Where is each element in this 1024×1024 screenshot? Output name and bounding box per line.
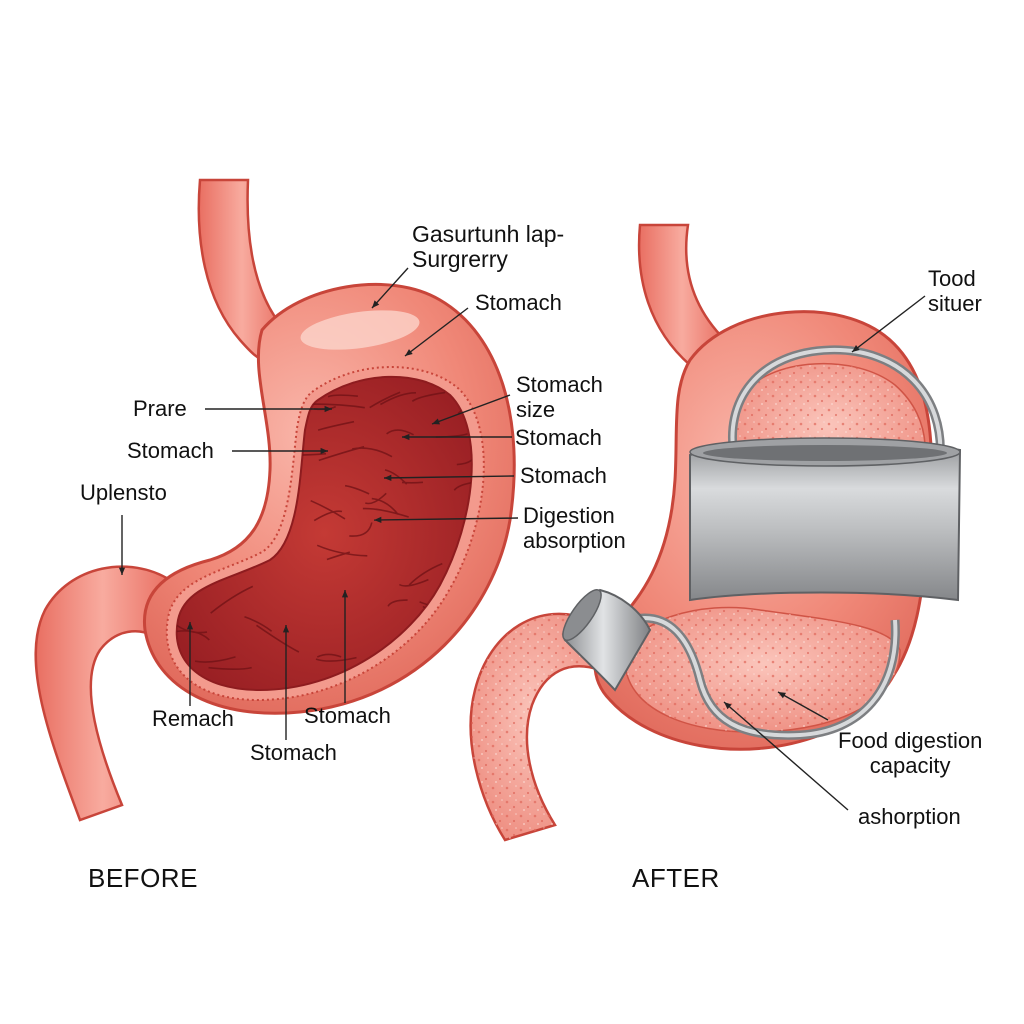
rugae-fold — [365, 492, 387, 505]
tood-line-1: Tood — [928, 266, 976, 291]
rugae-fold — [313, 510, 343, 522]
arrowhead — [282, 625, 290, 633]
arrowhead — [374, 516, 382, 523]
rugae-fold — [205, 481, 230, 488]
rugae-fold — [176, 514, 201, 537]
label-ashorption: ashorption — [858, 804, 961, 829]
tood-line-2: situer — [928, 291, 982, 316]
label-stomach-r1: Stomach — [515, 425, 602, 450]
label-remach: Remach — [152, 706, 234, 731]
rugae-fold — [316, 544, 368, 557]
rugae-fold — [398, 578, 429, 587]
title-label: Gasurtunh lap- Surgrerry — [412, 222, 564, 272]
leader-lines — [121, 267, 926, 811]
rugae-fold — [197, 482, 220, 494]
rugae-fold — [327, 394, 358, 398]
rugae-fold — [456, 455, 472, 466]
rugae-fold — [194, 656, 236, 663]
rugae-fold — [208, 666, 252, 671]
after-stomach — [469, 223, 962, 842]
caption-after: AFTER — [632, 863, 720, 893]
rugae-fold — [411, 391, 446, 402]
label-prare: Prare — [133, 396, 187, 421]
title-line-1: Gasurtunh lap- — [412, 221, 565, 247]
rugae-fold — [387, 599, 408, 607]
rugae-fold — [186, 497, 218, 519]
rugae-fold — [208, 501, 259, 523]
arrowhead — [384, 474, 392, 481]
rugae-fold — [197, 476, 233, 487]
rugae-fold — [411, 675, 445, 690]
label-stomach-size: Stomach size — [516, 372, 603, 422]
rugae-fold — [318, 445, 365, 462]
rugae-fold — [176, 491, 213, 499]
label-tood-situer: Tood situer — [928, 266, 982, 316]
rugae-fold — [244, 616, 273, 632]
rugae-fold — [315, 656, 357, 662]
caption-before: BEFORE — [88, 863, 198, 893]
rugae-fold — [380, 391, 417, 406]
arrowhead — [432, 418, 440, 425]
rugae-fold — [362, 507, 409, 518]
rugae-fold — [196, 394, 223, 403]
rugae-fold — [421, 672, 455, 690]
rugae-fold — [326, 551, 351, 561]
rugae-fold — [371, 497, 399, 515]
label-food-digestion-capacity: Food digestion capacity — [838, 728, 982, 778]
food-line-1: Food digestion — [838, 728, 983, 753]
arrowhead — [405, 349, 413, 356]
rugae-fold — [369, 391, 401, 409]
rugae-fold — [349, 522, 373, 537]
arrowhead — [852, 345, 860, 352]
rugae-fold — [317, 420, 355, 431]
arrowhead — [320, 447, 328, 455]
rugae-fold — [196, 385, 233, 403]
rugae-fold — [196, 420, 233, 433]
rugae-fold — [209, 504, 257, 520]
rugae-fold — [256, 624, 300, 653]
rugae-fold — [310, 499, 346, 520]
arrowhead — [324, 405, 332, 413]
leader-arrowheads — [118, 300, 860, 710]
arrowhead — [341, 590, 349, 598]
rugae-fold — [386, 429, 414, 436]
arrowhead — [118, 567, 126, 575]
title-line-2: Surgrerry — [412, 246, 508, 272]
label-stomach-left: Stomach — [127, 438, 214, 463]
rugae-fold — [176, 630, 210, 641]
rugae-fold — [223, 380, 265, 410]
stomach-size-line-2: size — [516, 397, 556, 422]
label-uplensto: Uplensto — [80, 480, 167, 505]
rugae-fold — [210, 585, 254, 614]
label-digestion-absorption: Digestion absorption — [523, 503, 626, 553]
digestion-line-1: Digestion — [523, 503, 615, 528]
rugae-fold — [453, 480, 472, 491]
before-stomach — [34, 178, 516, 822]
rugae-fold — [344, 484, 370, 495]
label-stomach-r2: Stomach — [520, 463, 607, 488]
food-line-2: capacity — [869, 753, 951, 778]
arrowhead — [186, 622, 194, 630]
label-stomach-bottom: Stomach — [250, 740, 337, 765]
label-stomach-bottom-right: Stomach — [304, 703, 391, 728]
rugae-fold — [457, 401, 472, 415]
rugae-fold — [310, 403, 365, 409]
rugae-fold — [316, 653, 342, 658]
arrowhead — [778, 692, 786, 699]
digestion-line-2: absorption — [523, 528, 626, 553]
label-stomach-top: Stomach — [475, 290, 562, 315]
arrowhead — [372, 300, 380, 308]
stomach-size-line-1: Stomach — [516, 372, 603, 397]
rugae-fold — [408, 562, 443, 586]
arrowhead — [402, 433, 410, 441]
arrowhead — [724, 702, 732, 710]
